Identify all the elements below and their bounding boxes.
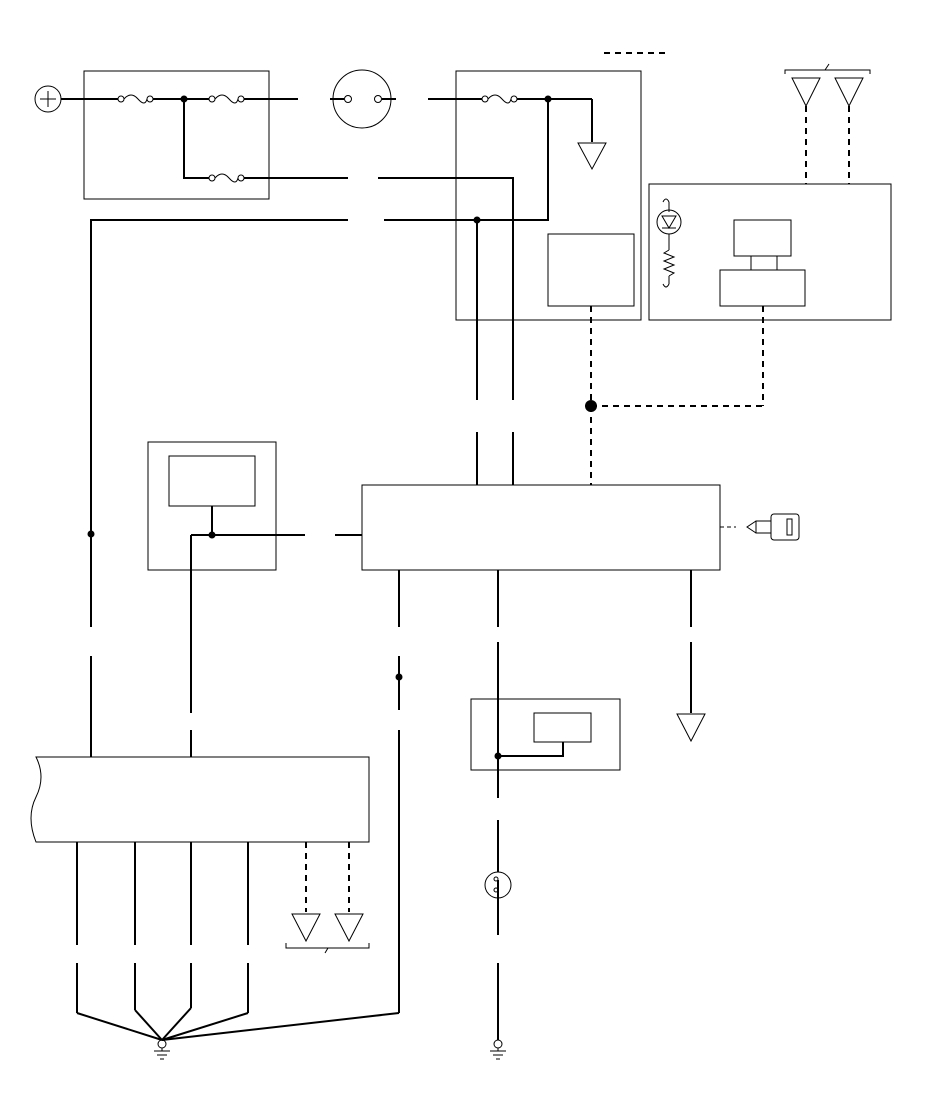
indicator-panel xyxy=(648,183,892,321)
panel-lower-module xyxy=(719,269,806,307)
led-icon xyxy=(656,198,682,250)
junction-dot xyxy=(494,752,502,760)
resistor-icon xyxy=(662,249,676,288)
fuse-icon xyxy=(208,173,245,183)
key-icon xyxy=(746,513,800,541)
under-dash-fuse-box xyxy=(455,70,642,321)
fuse-icon xyxy=(117,94,154,104)
fuse-icon xyxy=(208,94,245,104)
underhood-fuse-box xyxy=(83,70,270,200)
ground-wires xyxy=(76,1007,400,1041)
panel-upper-module xyxy=(733,219,792,257)
junction-dot xyxy=(87,530,95,538)
fuse-box-module xyxy=(547,233,635,307)
antenna-triangle-pair xyxy=(784,63,871,108)
battery-positive-icon xyxy=(34,85,62,113)
fuse-icon xyxy=(481,94,518,104)
round-connector xyxy=(484,871,512,899)
data-link-triangle-pair xyxy=(285,913,370,954)
data-link-triangle xyxy=(577,142,607,171)
data-link-triangle xyxy=(676,713,706,743)
junction-dot xyxy=(395,673,403,681)
control-module xyxy=(147,441,277,571)
control-unit xyxy=(30,756,370,843)
ground-icon xyxy=(154,1039,170,1060)
sensor-module xyxy=(470,698,621,771)
ignition-switch xyxy=(330,69,396,129)
immobilizer-control-unit xyxy=(361,484,721,571)
ground-icon xyxy=(490,1039,506,1060)
